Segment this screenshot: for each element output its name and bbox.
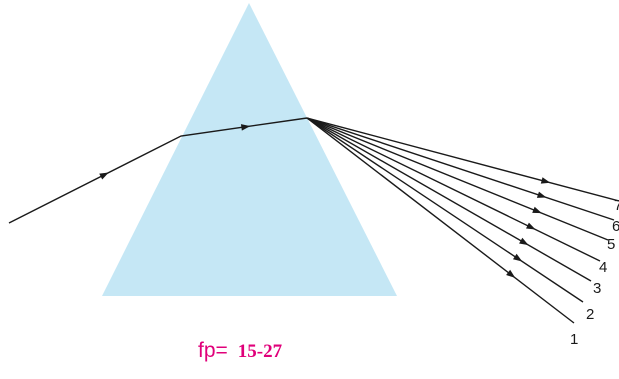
dispersed-ray-6 — [307, 118, 614, 220]
prism — [102, 3, 397, 296]
ray-label-2: 2 — [586, 306, 594, 323]
ray-label-4: 4 — [599, 259, 607, 276]
figure-number: 15-27 — [238, 341, 282, 362]
dispersed-ray-7 — [307, 118, 619, 201]
caption-prefix: fp= — [198, 339, 228, 362]
dispersed-ray-arrow-1 — [506, 270, 515, 278]
ray-label-1: 1 — [570, 331, 578, 348]
figure-caption: fp= 15-27 — [198, 340, 282, 361]
ray-label-6: 6 — [612, 218, 619, 235]
dispersed-ray-arrow-3 — [519, 238, 528, 245]
dispersed-ray-arrow-5 — [532, 207, 542, 213]
dispersed-ray-arrow-6 — [537, 192, 547, 198]
dispersed-ray-arrow-2 — [513, 254, 522, 262]
ray-label-5: 5 — [607, 236, 615, 253]
ray-label-7: 7 — [614, 197, 619, 214]
dispersed-ray-arrow-4 — [526, 223, 536, 230]
ray-label-3: 3 — [593, 280, 601, 297]
incident-arrow — [99, 173, 109, 180]
dispersed-ray-arrow-7 — [541, 177, 551, 183]
